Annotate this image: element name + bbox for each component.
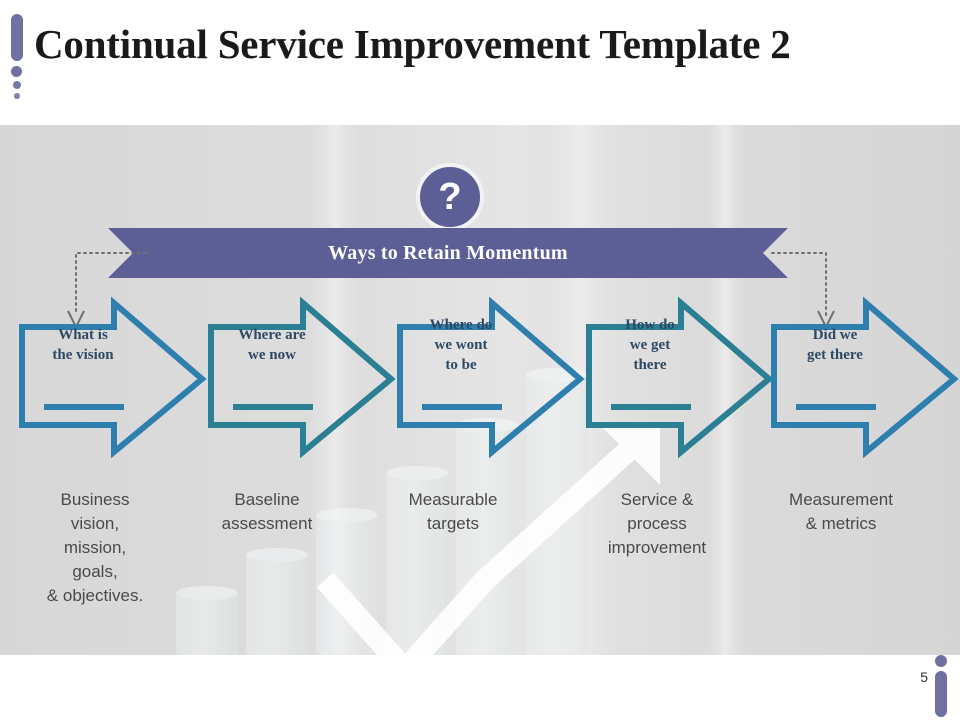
step-label-line-1: Where do: [429, 317, 493, 333]
arrow-outline-icon: [397, 296, 585, 459]
accent-dot-medium: [12, 81, 21, 89]
step-label-5: Did we get there: [778, 325, 892, 365]
step-label-line-2: we wont: [434, 337, 488, 353]
content-panel: ? Ways to Retain Momentum What is the vi…: [0, 125, 960, 655]
caption-5: Measurement & metrics: [789, 490, 893, 533]
step-label-line-1: How do: [625, 317, 675, 333]
step-label-line-2: we get: [629, 337, 671, 353]
caption-4: Service & process improvement: [607, 490, 707, 557]
page-title: Continual Service Improvement Template 2: [34, 21, 791, 67]
step-label-1: What is the vision: [26, 325, 140, 365]
arrow-outline-icon: [208, 296, 396, 459]
process-step-5[interactable]: Did we get there: [766, 295, 960, 460]
process-step-1[interactable]: What is the vision: [14, 295, 210, 460]
caption-3: Measurable targets: [408, 490, 498, 533]
arrow-outline-icon: [586, 296, 774, 459]
background-graphic: [0, 125, 960, 655]
caption-1: Business vision, mission, goals, & objec…: [46, 490, 144, 605]
step-label-line-1: What is: [58, 327, 108, 343]
title-bar: Continual Service Improvement Template 2: [0, 0, 960, 124]
step-label-line-2: get there: [807, 347, 863, 363]
step-label-4: How do we get there: [593, 315, 707, 375]
footer-accent-decoration: [932, 655, 950, 717]
process-step-3[interactable]: Where do we wont to be: [392, 295, 588, 460]
step-label-line-3: to be: [445, 357, 477, 373]
accent-dot: [935, 655, 947, 667]
title-accent-decoration: [8, 14, 26, 99]
process-step-4[interactable]: How do we get there: [581, 295, 777, 460]
process-steps: What is the vision Where are we now Wher…: [0, 295, 960, 460]
step-label-line-2: the vision: [52, 347, 114, 363]
arrow-outline-icon: [19, 296, 207, 459]
accent-bar: [935, 671, 947, 717]
process-step-2[interactable]: Where are we now: [203, 295, 399, 460]
accent-dot-small: [14, 93, 20, 99]
step-label-2: Where are we now: [215, 325, 329, 365]
question-mark-badge: ?: [416, 163, 484, 231]
ribbon-shape: [108, 228, 788, 278]
step-label-3: Where do we wont to be: [404, 315, 518, 375]
step-captions: Business vision, mission, goals, & objec…: [0, 488, 960, 628]
step-label-line-1: Did we: [812, 327, 858, 343]
arrow-outline-icon: [771, 296, 959, 459]
ribbon-banner: Ways to Retain Momentum: [108, 228, 788, 278]
page-number: 5: [920, 669, 928, 685]
accent-dot-large: [11, 66, 22, 77]
step-label-line-3: there: [633, 357, 667, 373]
accent-bar: [11, 14, 23, 61]
footer-bar: 5: [0, 655, 960, 720]
ribbon-label: Ways to Retain Momentum: [328, 242, 568, 264]
caption-2: Baseline assessment: [221, 490, 313, 533]
step-label-line-1: Where are: [238, 327, 306, 343]
step-label-line-2: we now: [248, 347, 296, 363]
